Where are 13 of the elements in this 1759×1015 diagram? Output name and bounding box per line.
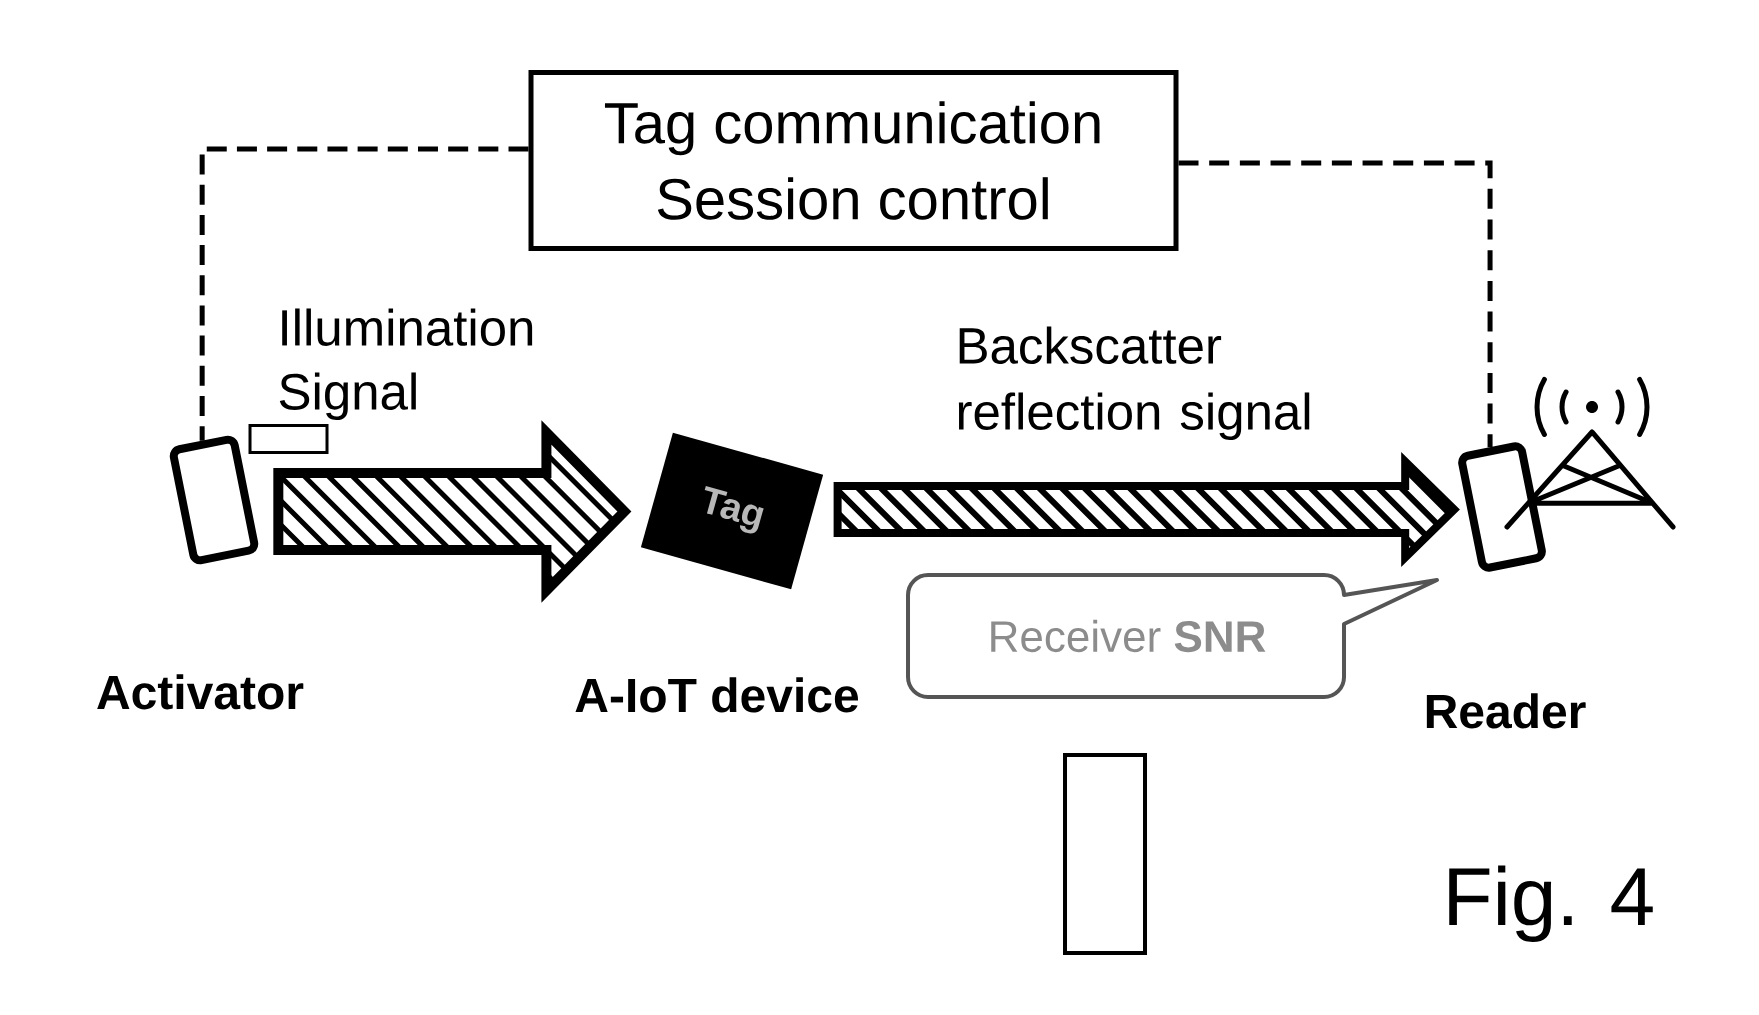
device-label: A-IoT device — [575, 677, 859, 713]
edge-label: Backscatter reflection signal — [958, 326, 1310, 441]
figure-caption: Fig. 4 — [1449, 865, 1653, 942]
device-label: Activator — [97, 674, 304, 710]
phone-icon — [1458, 442, 1546, 572]
blank-box — [248, 424, 329, 454]
dashed-line — [199, 146, 529, 441]
tag-box: Tag — [640, 432, 824, 590]
text-box: Tag communication Session control — [528, 70, 1179, 251]
blank-box — [1063, 753, 1147, 955]
dashed-line — [1178, 160, 1493, 448]
phone-icon — [169, 435, 259, 565]
edge-label: Illumination Signal — [279, 308, 533, 421]
